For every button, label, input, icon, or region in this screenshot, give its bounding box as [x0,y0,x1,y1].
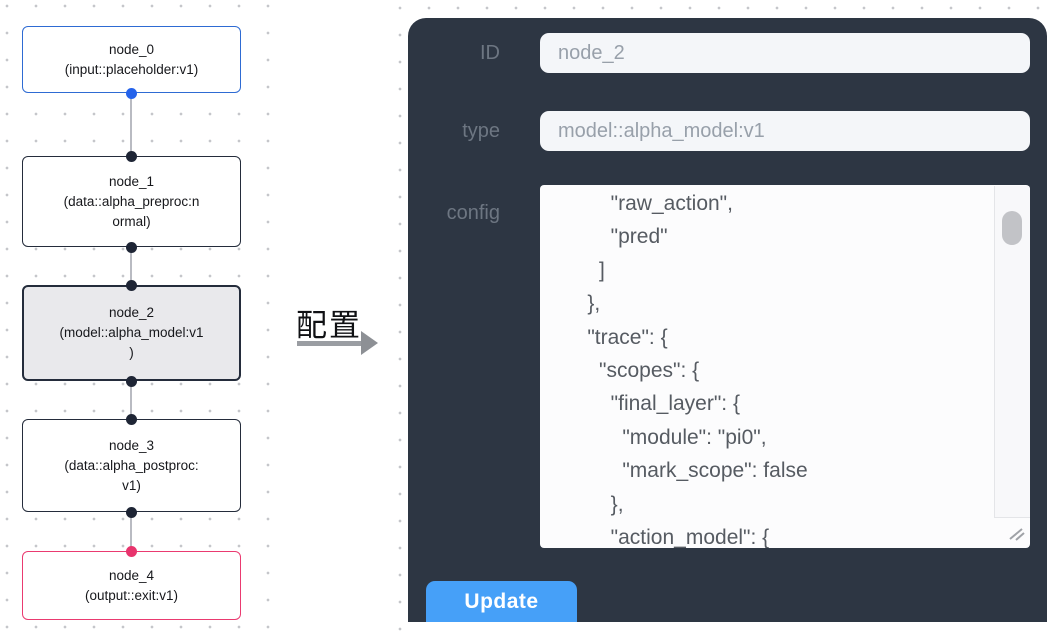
resize-grip-icon[interactable] [1006,525,1026,546]
node4-target-handle[interactable] [125,545,137,557]
node-label: node_4 (output::exit:v1) [84,567,179,603]
dot-grid-right-column [392,0,408,643]
node3-source-handle[interactable] [125,506,137,518]
arrow-right-icon [361,331,378,355]
type-field-label: type [462,120,500,142]
scrollbar-corner-divider [994,517,1030,518]
annotation-label: 配置 [296,308,362,343]
config-json-text[interactable]: "raw_action", "pred" ] }, "trace": { "sc… [587,192,808,548]
node-label: node_0 (input::placeholder:v1) [64,41,199,77]
node-label: node_1 (data::alpha_preproc:n ormal) [63,173,200,229]
update-button[interactable]: Update [426,581,577,622]
edge-node3-node4 [130,512,132,551]
node1-source-handle[interactable] [125,241,137,253]
id-field-label: ID [480,42,500,64]
node0-source-handle[interactable] [125,87,137,99]
node-config-panel: ID type config "raw_action", "pred" ] },… [408,18,1047,622]
arrow-shaft [297,341,363,346]
scrollbar-thumb[interactable] [1002,211,1022,245]
node-label: node_2 (model::alpha_model:v1 ) [59,305,204,360]
edge-node2-node3 [130,381,132,419]
node2-source-handle[interactable] [125,375,137,387]
node-label: node_3 (data::alpha_postproc: v1) [64,437,199,493]
graph-node-node_4[interactable]: node_4 (output::exit:v1) [22,551,241,620]
edge-node0-node1 [130,93,132,156]
node2-target-handle[interactable] [125,279,137,291]
graph-node-node_3[interactable]: node_3 (data::alpha_postproc: v1) [22,419,241,512]
id-input[interactable] [540,33,1030,73]
graph-node-node_1[interactable]: node_1 (data::alpha_preproc:n ormal) [22,156,241,247]
dot-grid-right-top [392,0,1062,20]
node1-target-handle[interactable] [125,150,137,162]
graph-node-node_0[interactable]: node_0 (input::placeholder:v1) [22,26,241,93]
type-input[interactable] [540,111,1030,151]
edge-node1-node2 [130,247,132,285]
graph-node-node_2-selected[interactable]: node_2 (model::alpha_model:v1 ) [22,285,241,381]
scrollbar-divider [994,186,995,517]
config-field-label: config [446,202,500,224]
node3-target-handle[interactable] [125,413,137,425]
config-textarea[interactable]: "raw_action", "pred" ] }, "trace": { "sc… [540,185,1030,548]
